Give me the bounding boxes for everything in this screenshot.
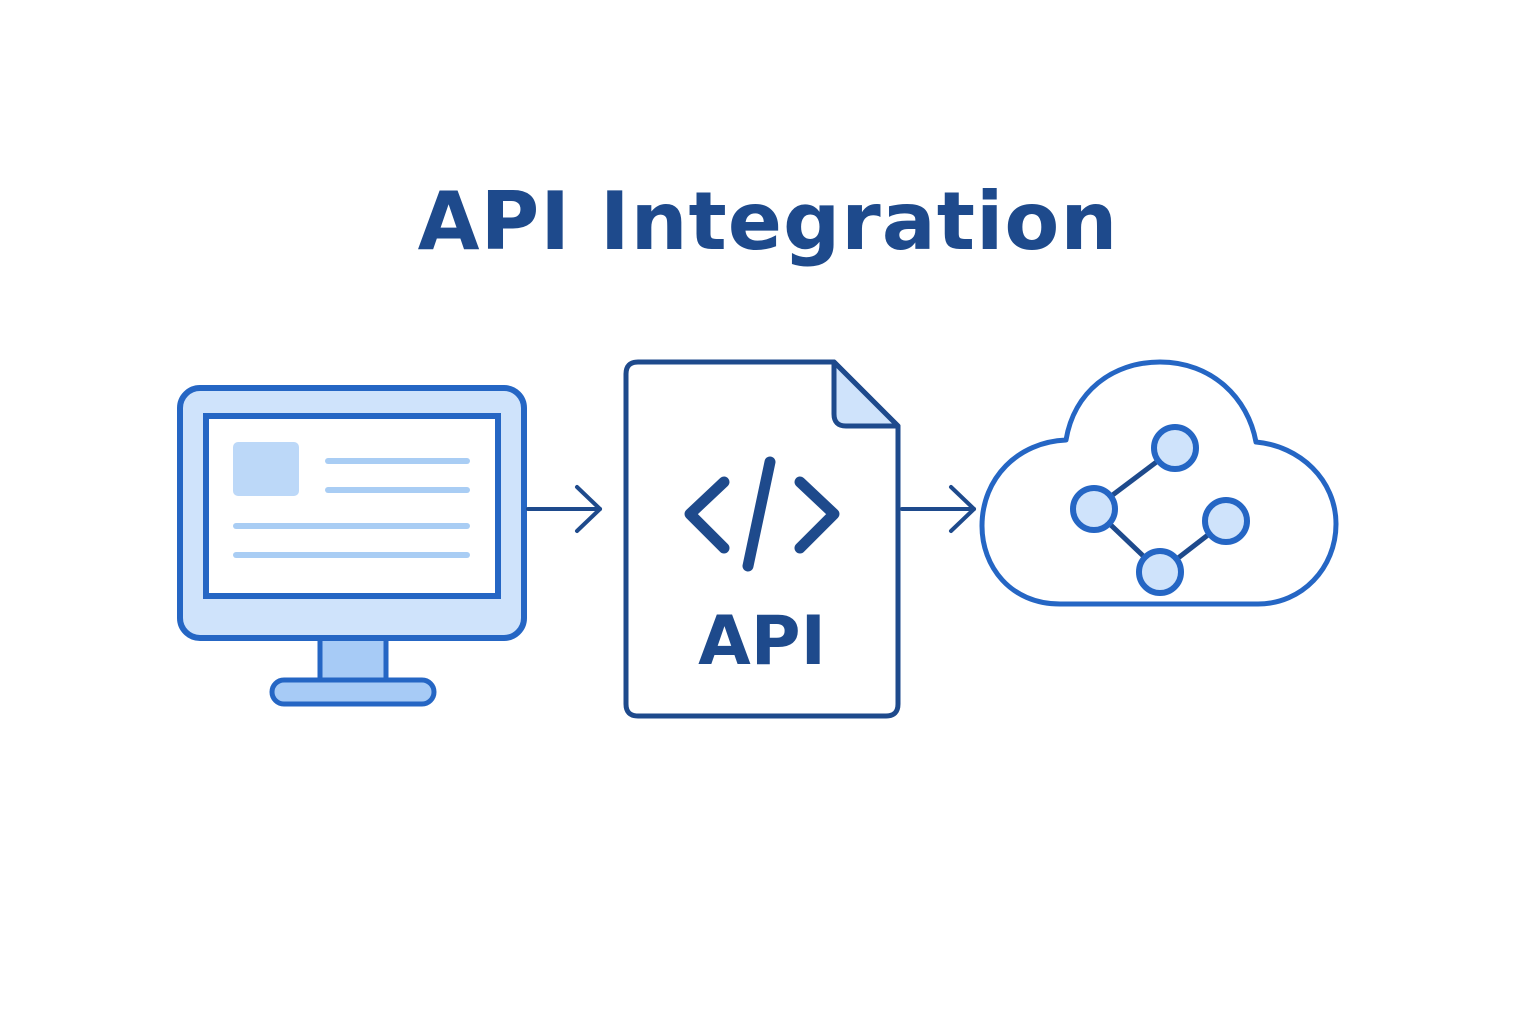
- monitor-stand-base: [269, 677, 437, 707]
- network-node: [1136, 548, 1184, 596]
- document-fold: [831, 359, 901, 429]
- network-node: [1070, 485, 1118, 533]
- arrow-client-to-api: [526, 485, 602, 533]
- network-node: [1202, 497, 1250, 545]
- screen-image-block: [233, 442, 299, 496]
- monitor-icon: [177, 385, 527, 707]
- api-label: API: [698, 602, 826, 681]
- cloud-network-icon: [979, 359, 1339, 607]
- diagram-title: API Integration: [417, 175, 1119, 268]
- document-body: [623, 359, 901, 719]
- code-brackets-icon: [684, 456, 840, 572]
- api-document-icon: API: [623, 359, 901, 719]
- monitor-stand-neck: [317, 633, 389, 685]
- cloud-outline: [979, 359, 1339, 607]
- arrow-api-to-cloud: [900, 485, 976, 533]
- network-node: [1151, 424, 1199, 472]
